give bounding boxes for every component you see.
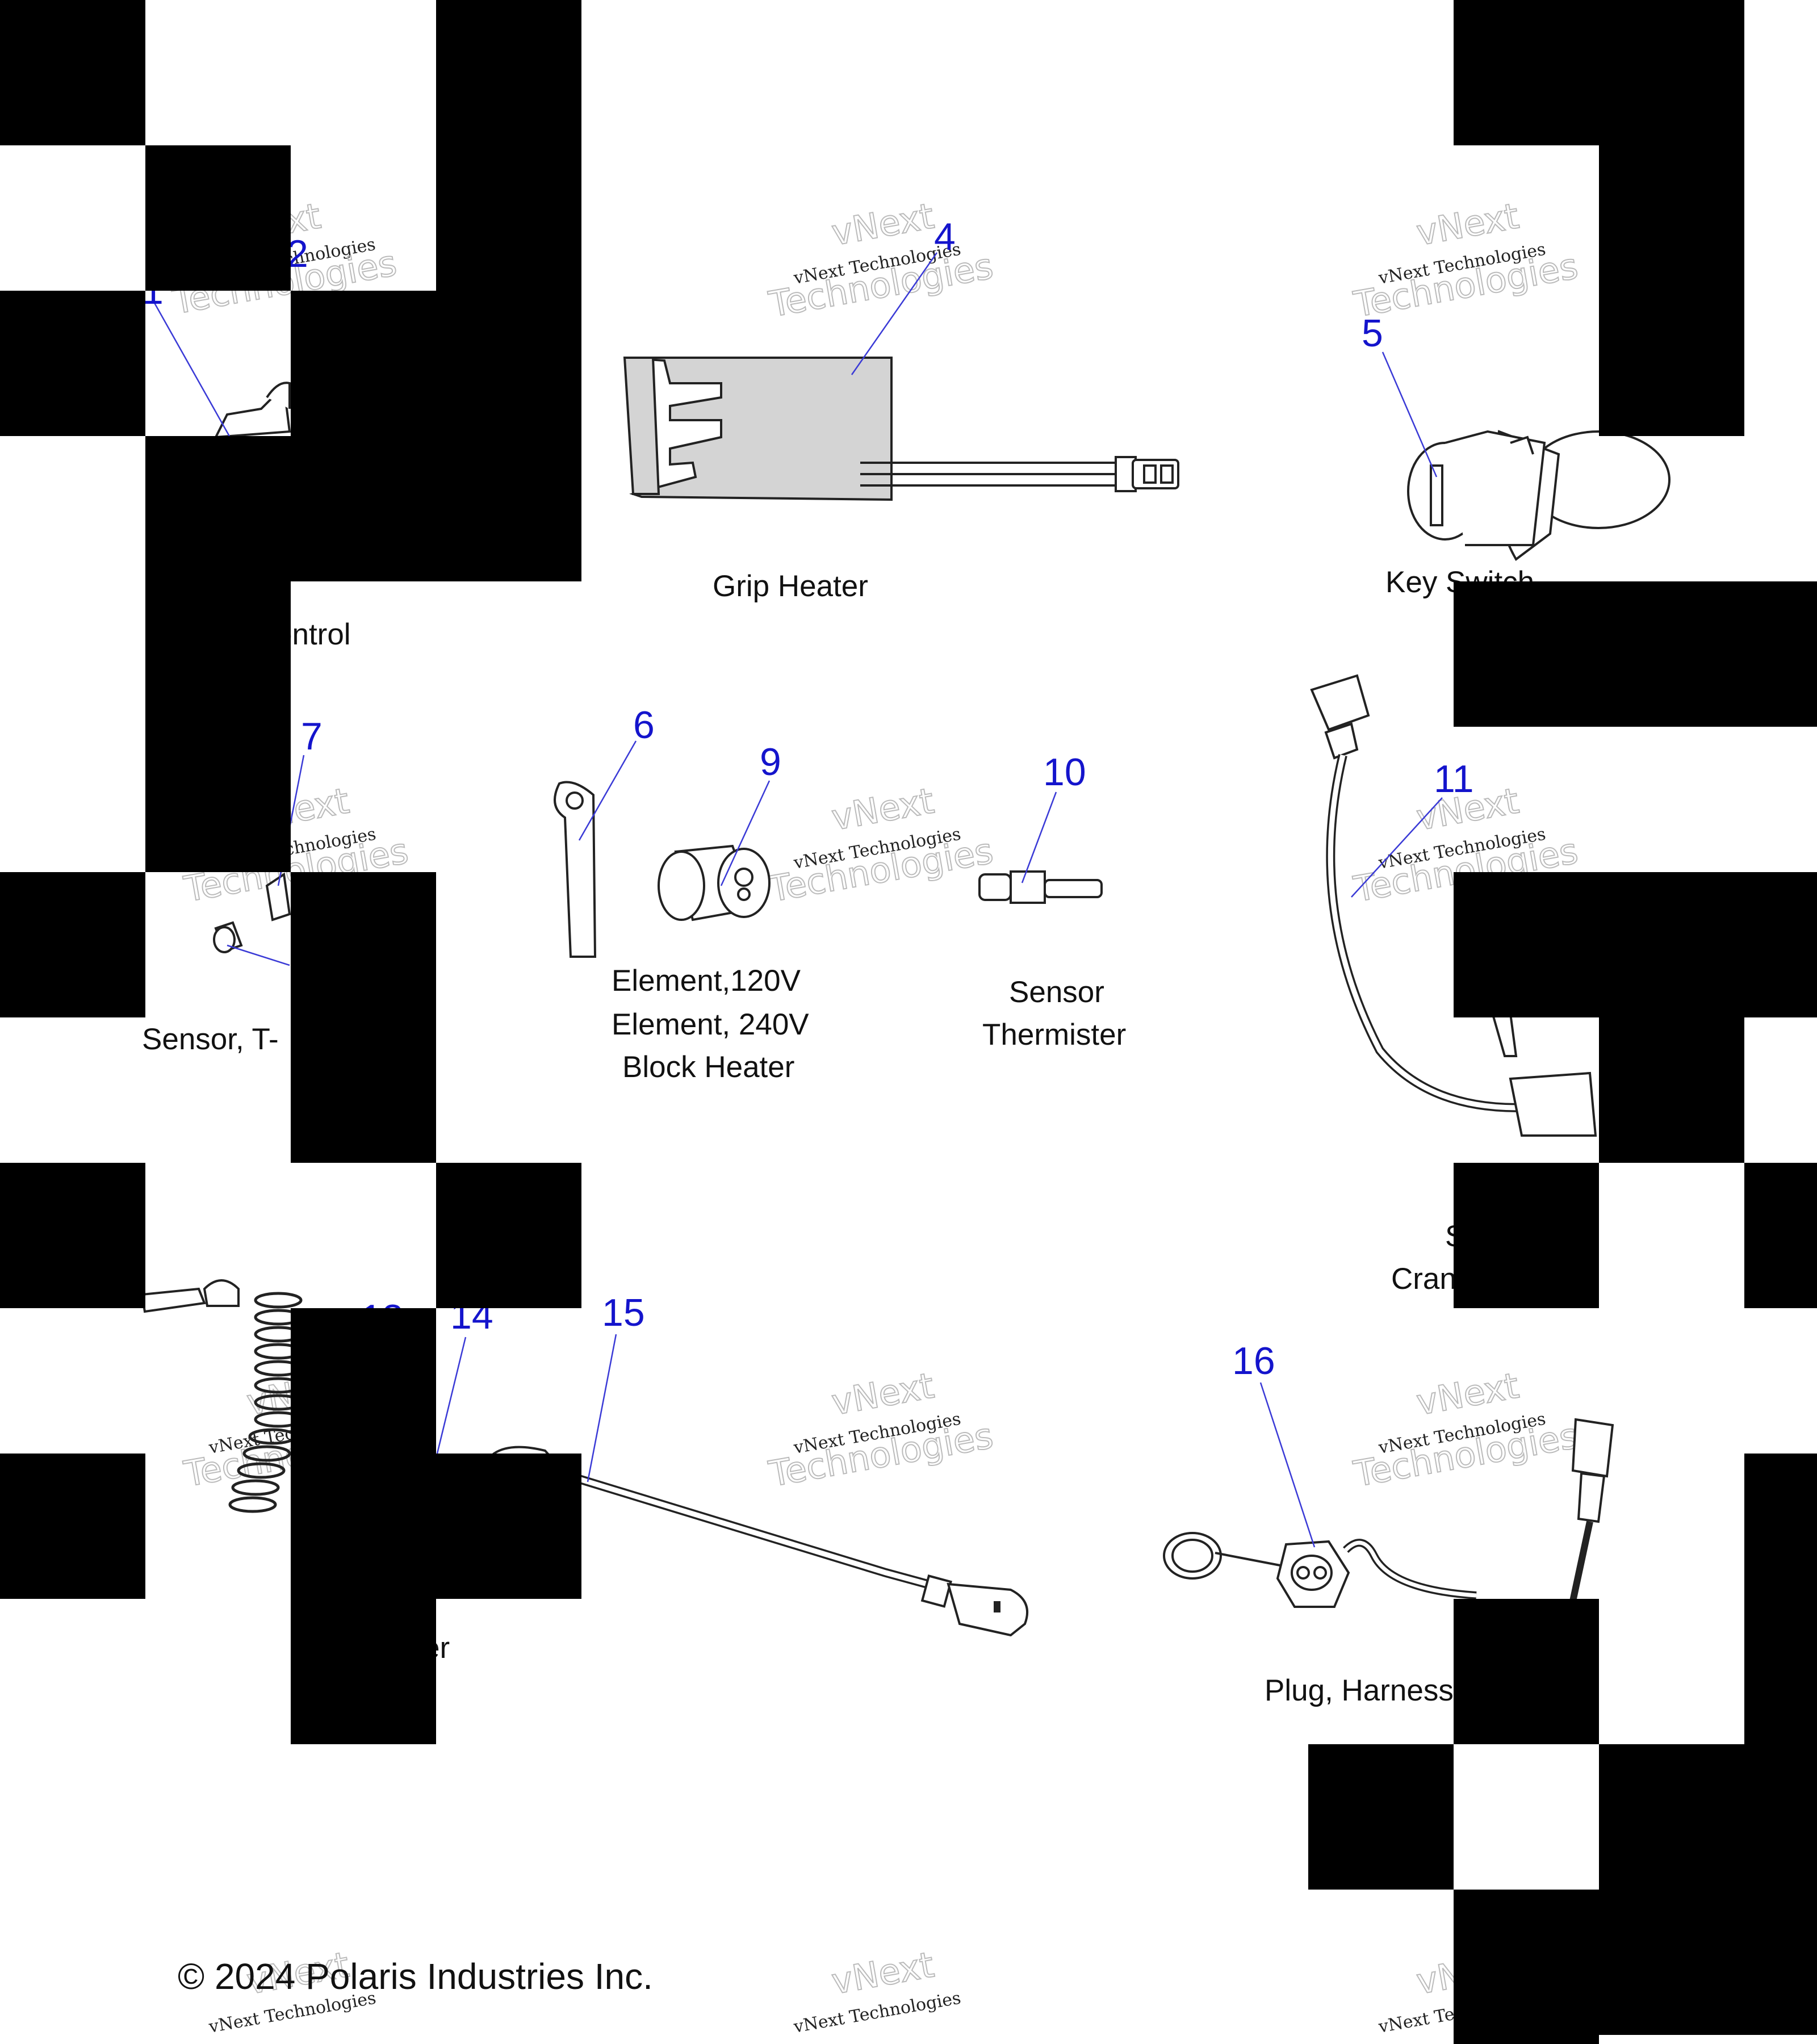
label-sensor-t: Sensor, T- [142, 1023, 279, 1056]
occlusion-block [145, 145, 291, 291]
callout-10: 10 [1043, 751, 1086, 794]
callout-7: 7 [301, 715, 323, 758]
thermister-drawing [978, 870, 1103, 904]
label-sensor: Sensor [1009, 975, 1104, 1009]
strap-drawing [554, 781, 597, 958]
occlusion-block [436, 1454, 581, 1599]
crank-sensor-drawing [1310, 674, 1597, 1137]
leader-line-9 [720, 780, 771, 886]
callout-6: 6 [633, 703, 655, 747]
occlusion-block [291, 872, 436, 1017]
occlusion-block [1454, 872, 1599, 1017]
label-crank-2: Cran [1391, 1262, 1456, 1296]
copyright-text: © 2024 Polaris Industries Inc. [178, 1956, 653, 1997]
label-element-240: Element, 240V [612, 1008, 809, 1041]
block-heater-drawing [658, 844, 771, 922]
occlusion-block [291, 1454, 436, 1599]
label-thermister: Thermister [982, 1018, 1126, 1052]
occlusion-block [1454, 581, 1599, 727]
label-element-120: Element,120V [612, 964, 801, 998]
svg-text:vNext Technologies: vNext Technologies [792, 1988, 962, 2037]
t-sensor-drawing [213, 872, 291, 953]
leader-line-14 [436, 1337, 467, 1454]
watermark: vNext vNext Technologies Technologies [765, 779, 997, 910]
callout-16: 16 [1232, 1339, 1275, 1383]
watermark: vNext vNext Technologies Technologies [1350, 1364, 1581, 1495]
leader-line-4 [851, 252, 938, 375]
occlusion-block [1599, 581, 1744, 727]
occlusion-block [1454, 1890, 1599, 2035]
occlusion-block [1744, 872, 1817, 1017]
occlusion-block [0, 291, 145, 436]
occlusion-block [0, 872, 145, 1017]
occlusion-block [291, 1599, 436, 1744]
occlusion-block [436, 1163, 581, 1308]
occlusion-block [1744, 1599, 1817, 1744]
occlusion-block [1454, 2035, 1599, 2044]
label-grip-heater: Grip Heater [713, 569, 868, 603]
leader-line-16 [1259, 1382, 1316, 1548]
svg-text:vNext: vNext [1413, 1364, 1522, 1423]
occlusion-block [436, 0, 581, 145]
plug-harness-drawing [1163, 1418, 1614, 1608]
occlusion-block [291, 1308, 436, 1454]
callout-15: 15 [602, 1291, 645, 1334]
occlusion-block [1599, 1890, 1744, 2035]
label-plug-harness: Plug, Harness [1265, 1674, 1454, 1707]
leader-line-11 [1351, 797, 1443, 898]
occlusion-block [1599, 872, 1744, 1017]
occlusion-block [291, 436, 436, 581]
occlusion-block [1744, 1454, 1817, 1599]
occlusion-block [436, 291, 581, 436]
leader-line-5 [1381, 351, 1438, 478]
occlusion-block [1599, 1017, 1744, 1163]
occlusion-block [145, 436, 291, 581]
leader-line-1 [152, 300, 231, 438]
occlusion-block [1308, 1744, 1454, 1890]
svg-text:vNext: vNext [828, 1364, 937, 1423]
occlusion-block [1744, 1890, 1817, 2035]
occlusion-block [1599, 1744, 1744, 1890]
occlusion-block [436, 145, 581, 291]
callout-4: 4 [934, 215, 956, 258]
grip-heater-drawing [623, 357, 1179, 501]
leader-line-10 [1021, 791, 1057, 883]
svg-text:vNext: vNext [828, 780, 937, 838]
occlusion-block [436, 436, 581, 581]
svg-text:vNext: vNext [1413, 195, 1522, 253]
callout-5: 5 [1362, 312, 1383, 355]
occlusion-block [1744, 581, 1817, 727]
occlusion-block [1454, 1599, 1599, 1744]
occlusion-block [0, 0, 145, 145]
throttle-control-drawing [213, 382, 291, 439]
svg-text:vNext: vNext [828, 195, 937, 253]
watermark: vNext vNext Technologies [792, 1943, 962, 2037]
occlusion-block [0, 1454, 145, 1599]
leader-line-15 [587, 1334, 617, 1482]
occlusion-block [0, 1163, 145, 1308]
svg-text:vNext: vNext [828, 1944, 937, 2002]
occlusion-block [1599, 145, 1744, 291]
occlusion-block [1744, 1744, 1817, 1890]
key-switch-drawing [1407, 430, 1671, 561]
occlusion-block [145, 581, 291, 727]
watermark: vNext vNext Technologies Technologies [1350, 194, 1581, 325]
occlusion-block [1744, 1163, 1817, 1308]
callout-9: 9 [760, 740, 781, 784]
occlusion-block [291, 291, 436, 436]
leader-line-7b [227, 944, 290, 966]
occlusion-block [1599, 0, 1744, 145]
leader-line-6 [578, 740, 637, 841]
watermark: vNext vNext Technologies Technologies [765, 194, 997, 325]
occlusion-block [1454, 1163, 1599, 1308]
label-block-heater: Block Heater [622, 1050, 794, 1084]
occlusion-block [291, 1017, 436, 1163]
callout-11: 11 [1434, 757, 1474, 801]
occlusion-block [1599, 291, 1744, 436]
watermark: vNext vNext Technologies Technologies [765, 1364, 997, 1495]
occlusion-block [1454, 0, 1599, 145]
occlusion-block [145, 727, 291, 872]
